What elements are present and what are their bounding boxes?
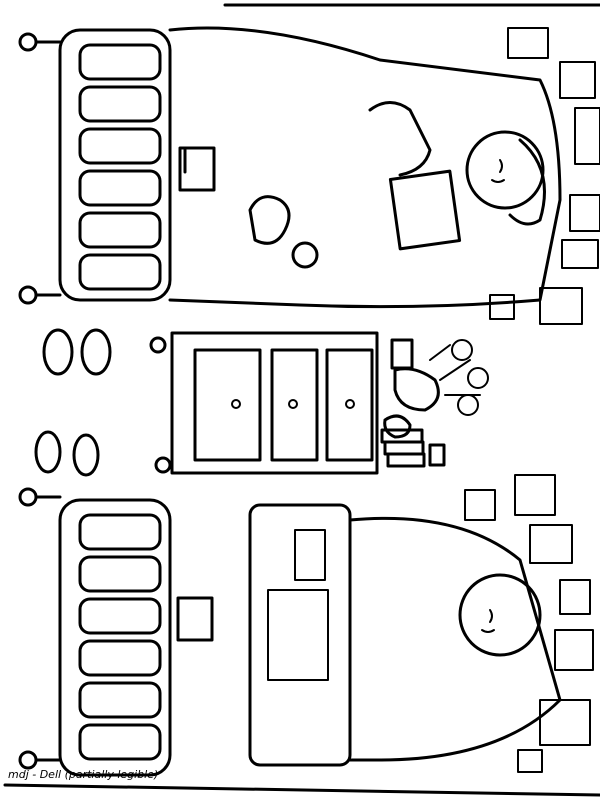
teddy-bear-icon	[248, 195, 291, 245]
drawing-cat	[559, 61, 596, 99]
book-icon	[388, 169, 462, 251]
nightstand-body	[170, 331, 379, 475]
child-arm	[368, 101, 432, 177]
bottom-child-gown	[348, 516, 562, 762]
pear-icon	[383, 414, 412, 439]
bottle-icon	[428, 443, 446, 467]
bottom-bed-tag	[176, 596, 214, 642]
top-bed-post-scroll	[18, 32, 38, 52]
bottom-bed	[18, 487, 562, 777]
floor-line-bottom	[3, 783, 600, 797]
knob-2	[288, 399, 298, 409]
drawing-flowers	[569, 194, 600, 232]
drawing-paper	[267, 589, 329, 681]
top-bed-frame	[58, 28, 172, 302]
wall-drawings	[464, 27, 600, 773]
lap-tray	[248, 503, 352, 767]
child-head-bottom	[458, 573, 542, 657]
top-bed	[18, 26, 562, 309]
drawer-3	[325, 348, 374, 462]
bonnet	[508, 138, 546, 226]
slippers-upper	[42, 328, 112, 376]
knob-3	[345, 399, 355, 409]
bottom-bed-bars	[78, 513, 162, 761]
drawing-boat	[539, 287, 583, 325]
flower-icon	[451, 339, 473, 361]
drawing-sun	[574, 107, 600, 165]
nightstand	[149, 331, 489, 475]
drawer-2	[270, 348, 319, 462]
flower-stems	[429, 344, 481, 396]
knob-1	[231, 399, 241, 409]
drawer-1	[193, 348, 262, 462]
drawing-house	[561, 239, 599, 269]
top-bed-bars	[78, 43, 162, 291]
child-head-top	[465, 130, 545, 210]
top-bed-tag	[178, 146, 216, 192]
top-bed-quilt	[168, 26, 562, 309]
tray-grille	[294, 529, 326, 581]
vase-icon	[393, 367, 440, 412]
drawing-stick-figure	[507, 27, 549, 59]
cup-icon	[390, 338, 414, 370]
slippers-lower	[34, 430, 100, 477]
signature: mdj - Dell (partially legible)	[8, 768, 159, 781]
bottom-bed-frame	[58, 498, 172, 777]
